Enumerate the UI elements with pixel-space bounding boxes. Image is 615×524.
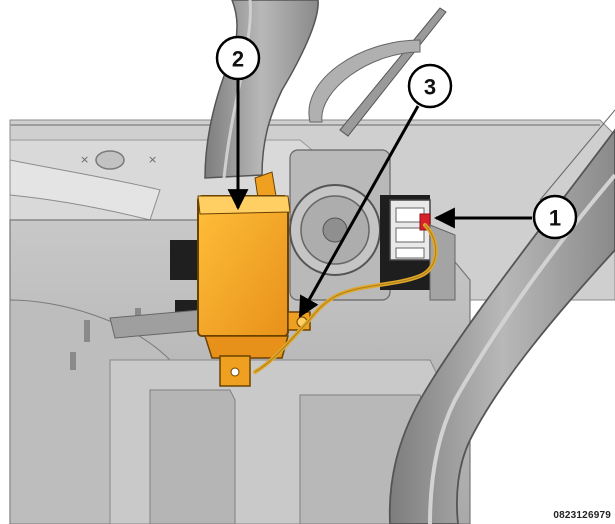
leader-line-3 [298,105,420,318]
callout-2: 2 [215,35,261,81]
grab-bar [308,7,447,137]
callout-1-label: 1 [549,206,561,231]
callout-3: 3 [407,63,453,109]
svg-text:×: × [80,153,89,166]
callout-1: 1 [532,194,578,240]
callout-3-label: 3 [424,75,436,100]
figure-id: 0823126979 [553,510,611,521]
svg-text:×: × [148,153,157,166]
callout-2-label: 2 [232,47,244,72]
mechanism-assembly [289,149,456,301]
